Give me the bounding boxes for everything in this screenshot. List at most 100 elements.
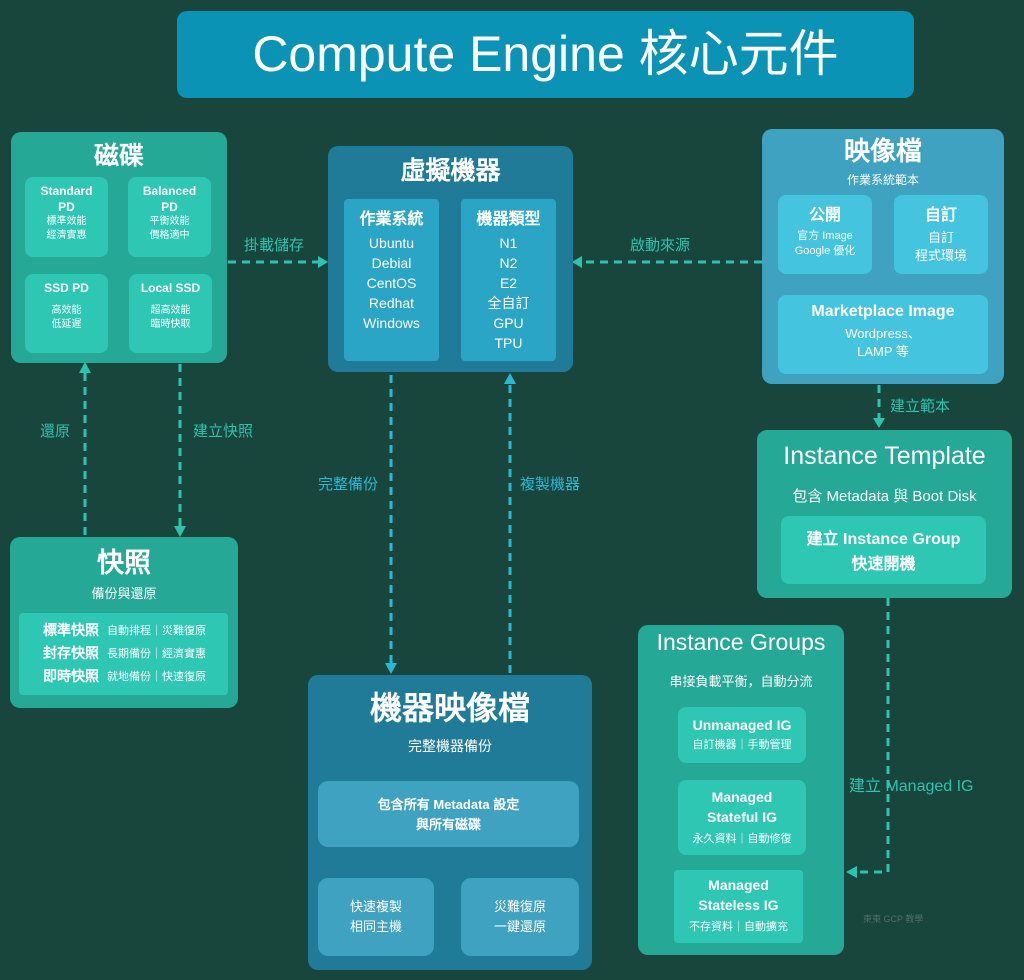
arrow-create-snapshot-head [174,526,186,537]
snapshots-title: 快照 [97,548,151,578]
snapshot-name: 封存快照 [43,644,99,661]
ig-name: Stateful IG [706,809,777,825]
disaster-recovery-line: 一鍵還原 [493,919,546,934]
quick-clone-line: 相同主機 [349,919,402,934]
snapshot-desc: 長期備份｜經濟實惠 [107,647,206,660]
machine-image-quick-clone: 快速複製 相同主機 [318,878,434,956]
vm-os-list: 作業系統 Ubuntu Debial CentOS Redhat Windows [344,199,439,361]
os-item: CentOS [366,275,417,291]
images-subtitle: 作業系統範本 [846,173,919,187]
label-restore: 還原 [40,423,71,440]
disks-title: 磁碟 [93,142,144,170]
machine-image-subtitle: 完整機器備份 [408,738,492,754]
ig-desc: 永久資料｜自動修復 [692,833,792,845]
label-mount-storage: 掛載儲存 [244,237,305,254]
machine-image-title: 機器映像檔 [369,690,530,726]
disk-desc: 標準效能 [46,216,87,228]
arrow-create-template-head [873,418,885,428]
disk-balanced-pd: Balanced PD 平衡效能 價格適中 [128,177,211,257]
os-item: Redhat [368,295,415,311]
label-boot-source: 啟動來源 [630,237,691,254]
disks-panel: 磁碟 Standard PD 標準效能 經濟實惠 Balanced PD 平衡效… [11,132,227,363]
ig-name: Managed [708,877,769,893]
disk-desc: 平衡效能 [149,216,190,228]
disk-local-ssd: Local SSD 超高效能 臨時快取 [129,274,212,353]
os-item: Debial [371,255,412,271]
ig-desc: 自訂機器｜手動管理 [692,739,792,751]
image-marketplace: Marketplace Image Wordpress、 LAMP 等 [778,295,988,374]
instance-groups-subtitle: 串接負載平衡，自動分流 [669,674,813,689]
image-marketplace-desc: Wordpress、 [845,326,921,341]
instance-template-panel: Instance Template 包含 Metadata 與 Boot Dis… [757,430,1012,598]
vm-title: 虛擬機器 [400,157,501,185]
snapshots-subtitle: 備份與還原 [91,586,157,601]
snapshot-name: 即時快照 [43,667,99,684]
machine-type-item: GPU [493,315,524,331]
ig-name: Managed [711,789,773,805]
image-public-title: 公開 [808,207,841,224]
snapshot-row: 標準快照 自動排程｜災難復原 [19,618,228,641]
disk-desc: 超高效能 [150,305,191,317]
label-create-managed-ig: 建立 Managed IG [849,778,974,795]
ig-managed-stateless: Managed Stateless IG 不存資料｜自動擴充 [674,870,803,943]
label-create-template: 建立範本 [890,398,951,415]
machine-image-contents-line: 與所有磁碟 [415,817,481,832]
machine-image-disaster-recovery: 災難復原 一鍵還原 [461,878,579,956]
instance-template-title: Instance Template [783,442,986,470]
arrow-clone-head [504,373,516,384]
disk-name: Standard PD [40,184,93,215]
arrow-restore-head [79,362,91,373]
machine-image-panel: 機器映像檔 完整機器備份 包含所有 Metadata 設定 與所有磁碟 快速複製… [308,675,592,970]
vm-types-title: 機器類型 [476,211,541,228]
diagram-title-banner: Compute Engine 核心元件 [177,11,914,98]
disk-name: SSD PD [44,281,89,295]
disk-desc: 臨時快取 [150,318,191,330]
instance-groups-panel: Instance Groups 串接負載平衡，自動分流 Unmanaged IG… [638,625,844,955]
disk-desc: 高效能 [51,305,82,317]
image-custom: 自訂 自訂 程式環境 [894,195,988,274]
disk-name: Balanced PD [142,184,197,215]
snapshot-row: 即時快照 就地備份｜快速復原 [19,664,228,687]
disk-name: Local SSD [140,281,201,295]
disk-desc: 價格適中 [149,229,190,241]
snapshot-desc: 就地備份｜快速復原 [107,670,206,683]
create-ig-line: 快速開機 [851,556,916,573]
images-panel: 映像檔 作業系統範本 公開 官方 Image Google 優化 自訂 自訂 程… [762,129,1004,384]
ig-desc: 不存資料｜自動擴充 [689,921,788,933]
arrow-full-backup-head [385,663,397,674]
images-title: 映像檔 [843,136,922,166]
instance-template-subtitle: 包含 Metadata 與 Boot Disk [792,488,977,505]
label-full-backup: 完整備份 [318,476,379,493]
machine-type-item: 全自訂 [487,295,530,311]
image-custom-desc: 自訂 [927,230,954,245]
machine-type-item: TPU [494,335,523,351]
arrow-boot-source-head [572,256,582,268]
ig-managed-stateful: Managed Stateful IG 永久資料｜自動修復 [678,780,806,855]
machine-type-item: N2 [499,255,518,271]
snapshots-panel: 快照 備份與還原 標準快照 自動排程｜災難復原 封存快照 長期備份｜經濟實惠 即… [10,537,238,708]
image-custom-title: 自訂 [924,207,957,224]
ig-name: Unmanaged IG [692,717,792,733]
watermark: 東東 GCP 教學 [863,914,924,924]
instance-groups-title: Instance Groups [656,629,826,655]
create-instance-group-box: 建立 Instance Group 快速開機 [781,516,986,584]
create-ig-line: 建立 Instance Group [806,531,961,548]
label-clone-machine: 複製機器 [520,476,581,493]
diagram-title: Compute Engine 核心元件 [252,26,839,82]
disk-desc: 低延遲 [51,318,82,330]
vm-panel: 虛擬機器 作業系統 Ubuntu Debial CentOS Redhat Wi… [328,146,573,372]
image-public-desc: Google 優化 [794,244,856,257]
snapshot-name: 標準快照 [43,621,99,638]
vm-os-title: 作業系統 [359,211,424,228]
disk-standard-pd: Standard PD 標準效能 經濟實惠 [25,177,108,257]
os-item: Windows [363,315,420,331]
arrow-mount-head [318,256,328,268]
image-marketplace-desc: LAMP 等 [857,343,909,359]
machine-image-contents-line: 包含所有 Metadata 設定 [377,797,520,812]
machine-type-item: N1 [499,235,518,251]
quick-clone-line: 快速複製 [349,899,402,914]
vm-machine-type-list: 機器類型 N1 N2 E2 全自訂 GPU TPU [461,199,556,361]
snapshot-desc: 自動排程｜災難復原 [107,624,206,637]
snapshot-types-list: 標準快照 自動排程｜災難復原 封存快照 長期備份｜經濟實惠 即時快照 就地備份｜… [19,613,228,695]
arrow-create-mig-head [846,866,857,878]
